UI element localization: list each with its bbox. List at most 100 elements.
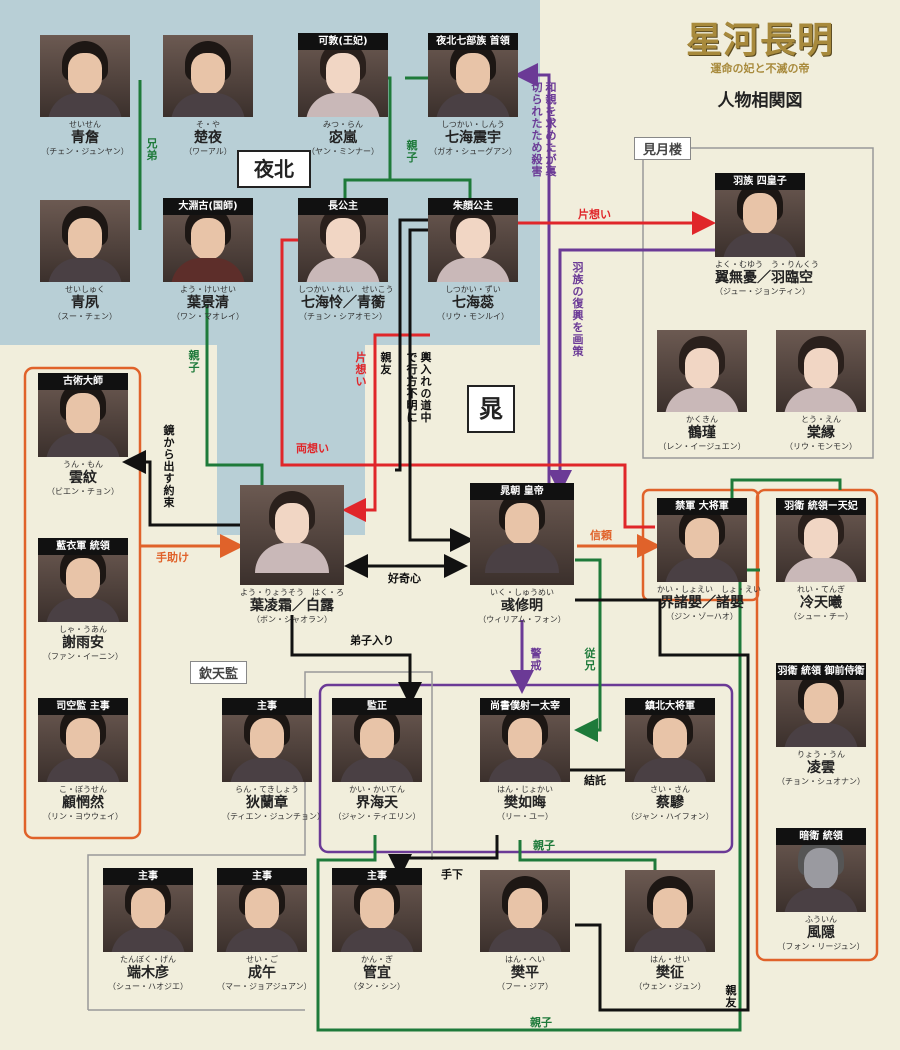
character-card-c5: せいしゅく青夙（スー・チェン） [40,200,130,322]
portrait-photo [625,870,715,952]
name-kana: うん・もん [63,460,103,469]
character-card-c2: そ・や楚夜（ワーアル） [163,35,253,157]
name-kana: りょう・うん [797,750,845,759]
actor-name: （フォン・リージュン） [777,942,865,951]
name-kana: れい・てんぎ [797,585,845,594]
role-tag: 尚書僕射ー太宰 [480,698,570,715]
name-kana: せい・ご [246,955,278,964]
name-kana: そ・や [196,120,220,129]
name-kana: らん・てきしょう [235,785,299,794]
role-tag: 主事 [103,868,193,885]
name-kana: さい・さん [650,785,690,794]
relation-label-r2: 親子 [406,139,418,164]
role-tag: 朱顔公主 [428,198,518,215]
relation-label-r16: 警戒 [530,647,542,672]
character-name: 管宜 [363,965,391,981]
relation-label-r6: 親子 [188,349,200,374]
character-name: 葉凌霜／白露 [250,598,334,614]
role-tag: 夜北七部族 首領 [428,33,518,50]
relation-label-r19: 親子 [533,839,555,852]
name-kana: よう・りょうそう はく・ろ [240,588,344,597]
role-tag: 可敦(王妃) [298,33,388,50]
actor-name: （リー・ユー） [497,812,553,821]
name-kana: しゃ・うあん [59,625,107,634]
actor-name: （ティエン・ジュンチョン） [222,812,325,821]
actor-name: （ビエン・チョン） [47,487,119,496]
name-kana: せいしゅく [65,285,105,294]
relation-label-r5: 羽族の復興を画策 [572,261,584,358]
role-tag: 羽衛 統領 御前侍衛 [776,663,866,680]
name-kana: せいせん [69,120,101,129]
character-card-c6: 大淵古(国師)よう・けいせい葉景清（ワン・マオレイ） [163,198,253,322]
character-card-c3: 可敦(王妃)みつ・らん宓嵐（ヤン・ミンナー） [298,33,388,157]
role-tag: 羽衛 統領ー天妃 [776,498,866,515]
character-card-c10: かくきん鶴瑾（レン・イージュエン） [657,330,747,452]
character-name: 顧惘然 [62,795,104,811]
actor-name: （フー・ジア） [497,982,553,991]
actor-name: （スー・チェン） [53,312,117,321]
name-kana: しつかい・しんう [441,120,505,129]
character-card-c9: 羽族 四皇子よく・むゆう う・りんくう翼無憂／羽臨空（ジュー・ジョンティン） [715,173,819,297]
relation-label-r15: 弟子入り [350,634,394,647]
relation-label-r22: 親子 [530,1016,552,1029]
character-name: 彧修明 [501,598,543,614]
character-name: 楚夜 [194,130,222,146]
character-card-c18: 羽衛 統領ー天妃れい・てんぎ冷天曦（シュー・チー） [776,498,866,622]
character-card-c23: 鎮北大将軍さい・さん蔡驂（ジャン・ハイフォン） [625,698,715,822]
relation-label-r13: 信頼 [590,529,612,542]
name-kana: みつ・らん [323,120,363,129]
actor-name: （ジン・ゾーハオ） [666,612,738,621]
role-tag: 禁軍 大将軍 [657,498,747,515]
name-kana: とう・えん [801,415,841,424]
character-name: 風隠 [807,925,835,941]
chart-caption: 人物相関図 [717,91,803,111]
actor-name: （リン・ヨウウェイ） [43,812,123,821]
character-card-c14: 司空監 主事こ・ぼうせん顧惘然（リン・ヨウウェイ） [38,698,128,822]
role-tag: 藍衣軍 統領 [38,538,128,555]
role-tag: 古術大師 [38,373,128,390]
logo-title: 星河長明 [685,19,834,61]
character-name: 鶴瑾 [688,425,716,441]
character-card-c8: 朱顔公主しつかい・ずい七海蕊（リウ・モンルイ） [428,198,518,322]
actor-name: （ファン・イーニン） [43,652,123,661]
character-card-c1: せいせん青詹（チェン・ジュンヤン） [40,35,130,157]
relation-label-r7: 片想い [355,351,367,388]
character-name: 蔡驂 [656,795,684,811]
character-card-c29: はん・せい樊征（ウェン・ジュン） [625,870,715,992]
character-card-c24: 暗衛 統領ふういん風隠（フォン・リージュン） [776,828,866,952]
role-tag: 主事 [222,698,312,715]
actor-name: （シュー・チー） [789,612,853,621]
character-card-c16: 晁朝 皇帝いく・しゅうめい彧修明（ウィリアム・フォン） [470,483,574,625]
character-card-c4: 夜北七部族 首領しつかい・しんう七海震宇（ガオ・シューグアン） [428,33,518,157]
actor-name: （ウェン・ジュン） [634,982,706,991]
name-kana: かい・かいてん [349,785,405,794]
character-card-c22: 尚書僕射ー太宰はん・じょかい樊如晦（リー・ユー） [480,698,570,822]
name-kana: はん・じょかい [497,785,553,794]
character-name: 青夙 [71,295,99,311]
character-name: 樊平 [511,965,539,981]
portrait-photo [40,200,130,282]
role-tag: 司空監 主事 [38,698,128,715]
name-kana: よく・むゆう う・りんくう [715,260,819,269]
character-card-c20: 主事らん・てきしょう狄蘭章（ティエン・ジュンチョン） [222,698,325,822]
actor-name: （ジャン・ハイフォン） [626,812,714,821]
character-name: 謝雨安 [62,635,104,651]
name-kana: しつかい・ずい [445,285,501,294]
character-card-c27: 主事かん・ぎ管宜（タン・シン） [332,868,422,992]
portrait-photo [470,485,574,585]
name-kana: かい・しょえい しょ・えい [657,585,761,594]
character-name: 成午 [248,965,276,981]
role-tag: 主事 [332,868,422,885]
actor-name: （ウィリアム・フォン） [478,615,566,624]
portrait-photo [217,870,307,952]
portrait-photo [776,330,866,412]
region-kou-label: 晁 [467,385,515,433]
portrait-photo [240,485,344,585]
name-kana: かん・ぎ [361,955,393,964]
role-tag: 鎮北大将軍 [625,698,715,715]
actor-name: （リウ・モンモン） [785,442,857,451]
actor-name: （ジュー・ジョンティン） [715,287,810,296]
actor-name: （ヤン・ミンナー） [307,147,379,156]
character-card-c15: よう・りょうそう はく・ろ葉凌霜／白露（ボン・シャオラン） [240,485,344,625]
